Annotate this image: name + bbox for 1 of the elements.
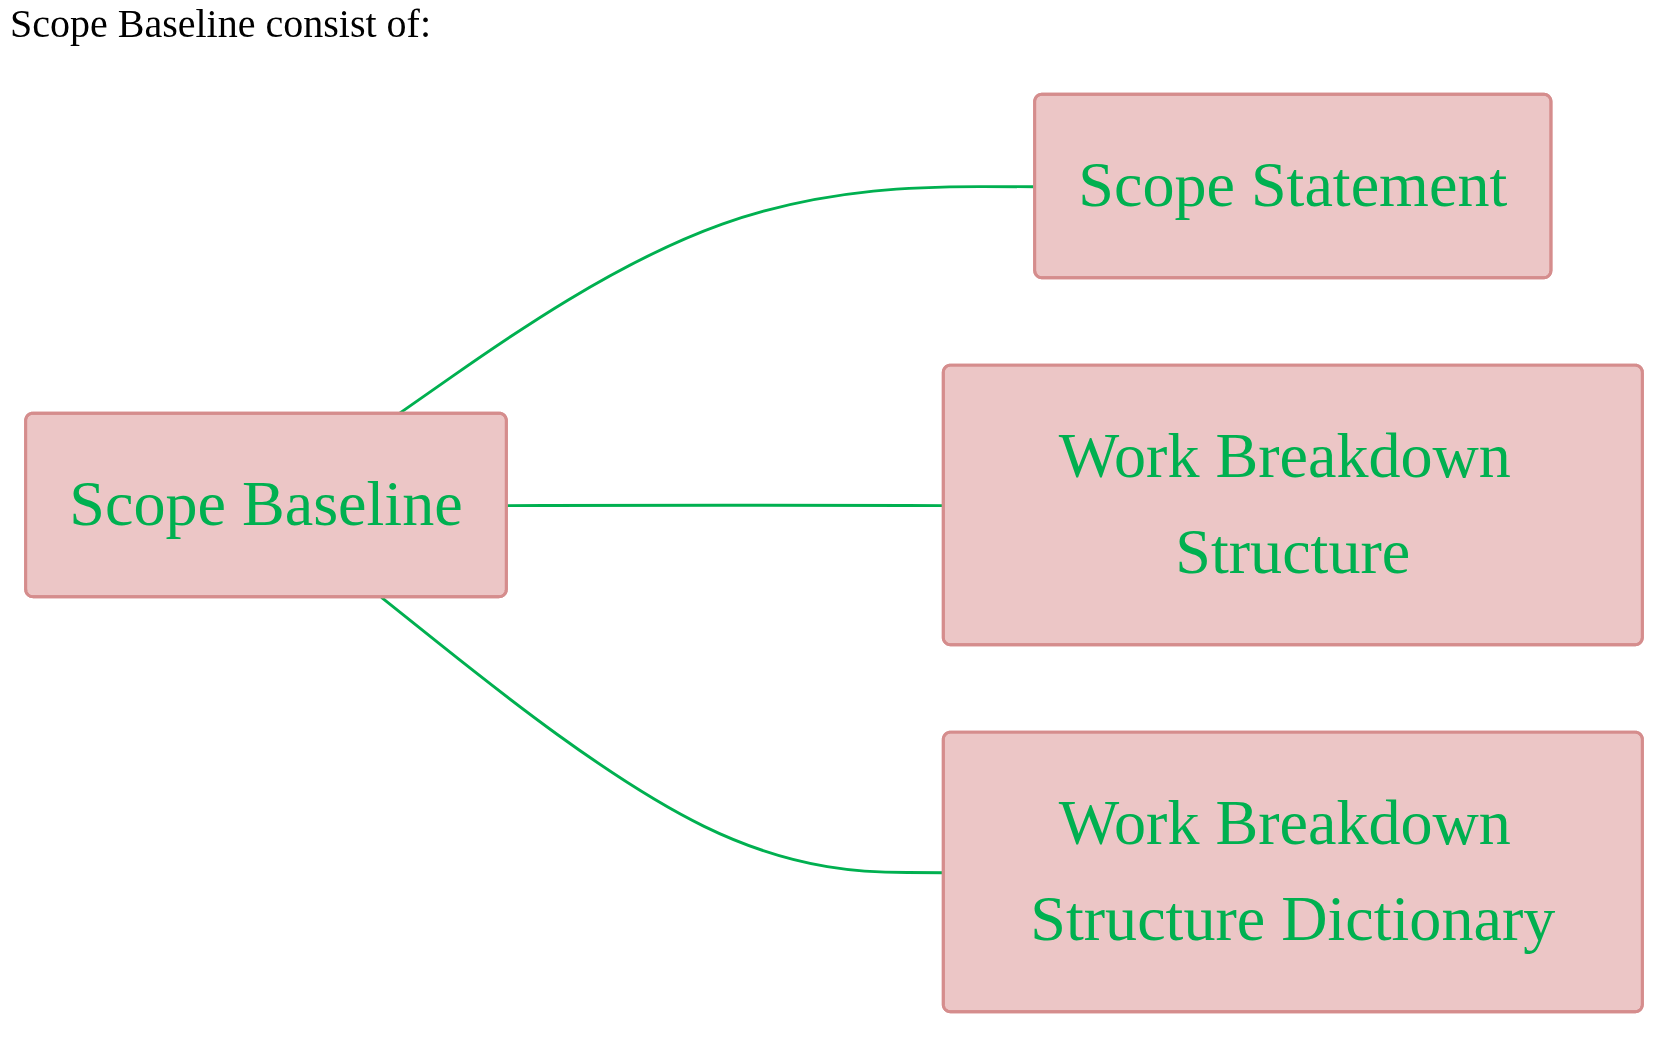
diagram-title: Scope Baseline consist of: xyxy=(10,0,432,47)
